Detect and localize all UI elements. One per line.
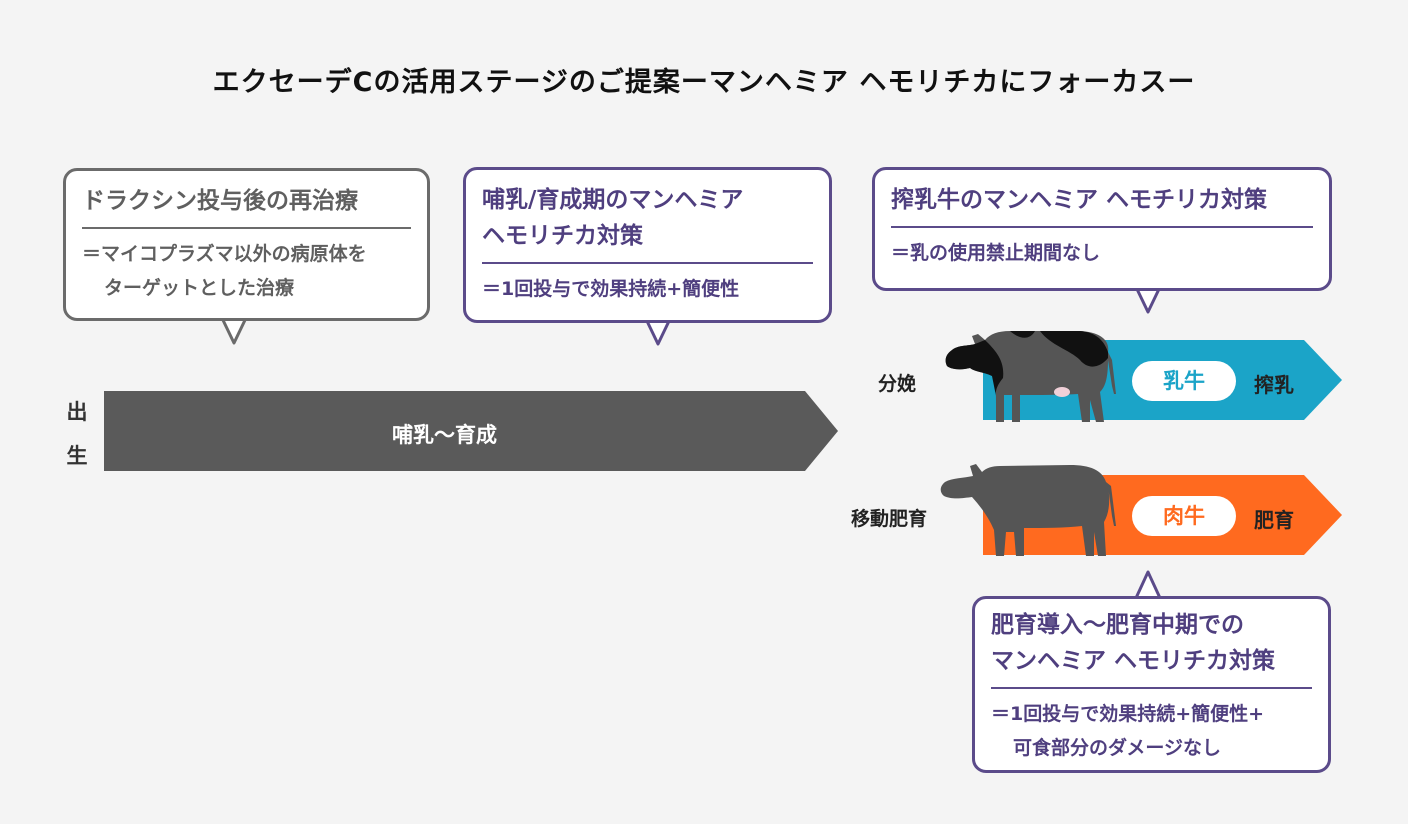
callout-text: 可食部分のダメージなし	[1013, 737, 1222, 759]
callout-text: ＝マイコプラズマ以外の病原体を	[82, 243, 367, 265]
dairy-cow-badge: 乳牛	[1132, 361, 1236, 401]
divider	[891, 226, 1313, 228]
main-stage-label: 哺乳～育成	[392, 423, 497, 447]
callout-heading: 肥育導入～肥育中期での	[991, 612, 1244, 638]
callout-heading: 哺乳/育成期のマンヘミア	[482, 187, 744, 213]
callout-heading: 搾乳牛のマンヘミア ヘモチリカ対策	[891, 187, 1268, 213]
beef-cattle-badge: 肉牛	[1132, 496, 1236, 536]
callout-heading: ドラクシン投与後の再治療	[82, 188, 358, 214]
divider	[82, 227, 411, 229]
holstein-cow-icon	[945, 331, 1116, 422]
divider	[482, 262, 813, 264]
calving-label: 分娩	[878, 373, 917, 395]
divider	[991, 687, 1312, 689]
callout-calf-stage: 哺乳/育成期のマンヘミア ヘモリチカ対策 ＝1回投与で効果持続+簡便性	[463, 167, 832, 323]
callout-heading: マンヘミア ヘモリチカ対策	[991, 648, 1276, 674]
milking-label: 搾乳	[1254, 373, 1294, 397]
callout-text: ターゲットとした治療	[104, 277, 295, 299]
page-title: エクセーデCの活用ステージのご提案ーマンヘミア ヘモリチカにフォーカスー	[212, 67, 1196, 98]
main-stage-arrow	[104, 391, 838, 471]
fattening-label: 肥育	[1254, 508, 1294, 532]
callout-beef-cattle: 肥育導入～肥育中期での マンヘミア ヘモリチカ対策 ＝1回投与で効果持続+簡便性…	[972, 596, 1331, 773]
callout-text: ＝乳の使用禁止期間なし	[891, 242, 1101, 264]
callout-heading: ヘモリチカ対策	[482, 223, 643, 249]
beef-cow-icon	[940, 464, 1116, 556]
callout-retreatment: ドラクシン投与後の再治療 ＝マイコプラズマ以外の病原体を ターゲットとした治療	[63, 168, 430, 321]
callout-text: ＝1回投与で効果持続+簡便性	[482, 278, 740, 300]
birth-label: 出 生	[66, 400, 88, 468]
transfer-fattening-label: 移動肥育	[851, 508, 928, 530]
callout-text: ＝1回投与で効果持続+簡便性+	[991, 703, 1265, 725]
callout-dairy-cow: 搾乳牛のマンヘミア ヘモチリカ対策 ＝乳の使用禁止期間なし	[872, 167, 1332, 291]
